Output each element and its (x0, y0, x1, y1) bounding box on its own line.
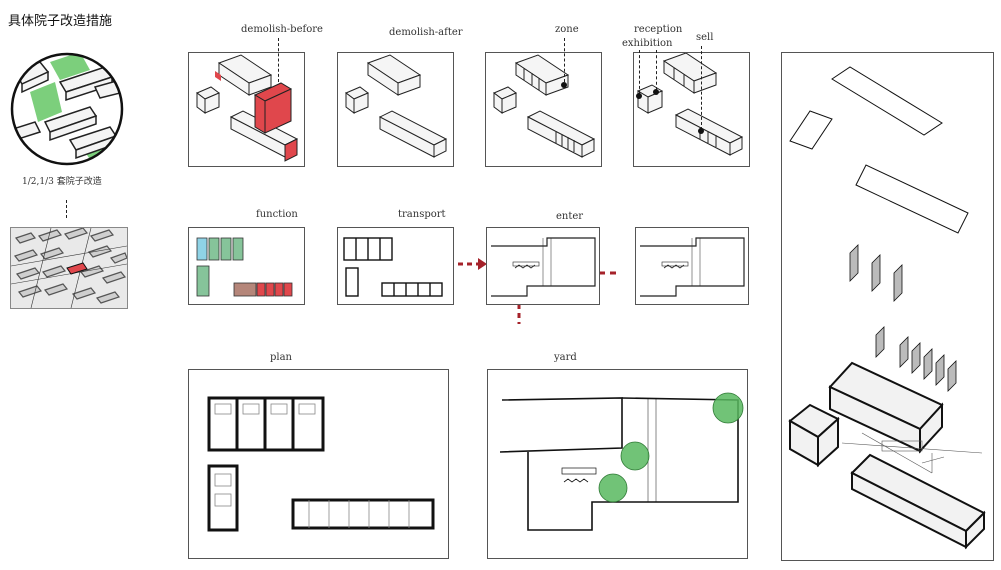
leader-exhibition (656, 50, 657, 90)
panel-demolish-before (188, 52, 305, 167)
entry-arrow-left (458, 256, 488, 270)
panel-function (188, 227, 305, 305)
label-enter: enter (556, 211, 584, 222)
leader-demolish (278, 38, 279, 82)
panel-enter (486, 227, 600, 305)
context-leader-line (66, 200, 67, 218)
label-exhibition: exhibition (622, 38, 673, 49)
context-circle-diagram (10, 52, 125, 167)
reception-marker-dot (636, 93, 642, 99)
label-zone: zone (555, 24, 579, 35)
panel-transport (337, 227, 454, 305)
panel-plan (188, 369, 449, 559)
page-title: 具体院子改造措施 (8, 14, 113, 29)
panel-enter-alt (635, 227, 749, 305)
panel-demolish-after (337, 52, 454, 167)
zone-marker-dot (561, 82, 567, 88)
label-plan: plan (270, 352, 293, 363)
panel-program (633, 52, 750, 167)
leader-sell (701, 46, 702, 130)
context-caption: 1/2,1/3 套院子改造 (22, 177, 102, 187)
panel-zone (485, 52, 602, 167)
label-demolish-after: demolish-after (389, 27, 463, 38)
leader-reception (639, 50, 640, 94)
label-function: function (256, 209, 298, 220)
sell-marker-dot (698, 128, 704, 134)
label-demolish-before: demolish-before (241, 24, 323, 35)
exhibition-marker-dot (653, 89, 659, 95)
site-map (10, 227, 128, 309)
panel-exploded-axonometric (781, 52, 994, 561)
label-reception: reception (634, 24, 683, 35)
label-sell: sell (696, 32, 714, 43)
label-yard: yard (554, 352, 577, 363)
leader-zone (564, 38, 565, 82)
panel-yard (487, 369, 748, 559)
label-transport: transport (398, 209, 446, 220)
